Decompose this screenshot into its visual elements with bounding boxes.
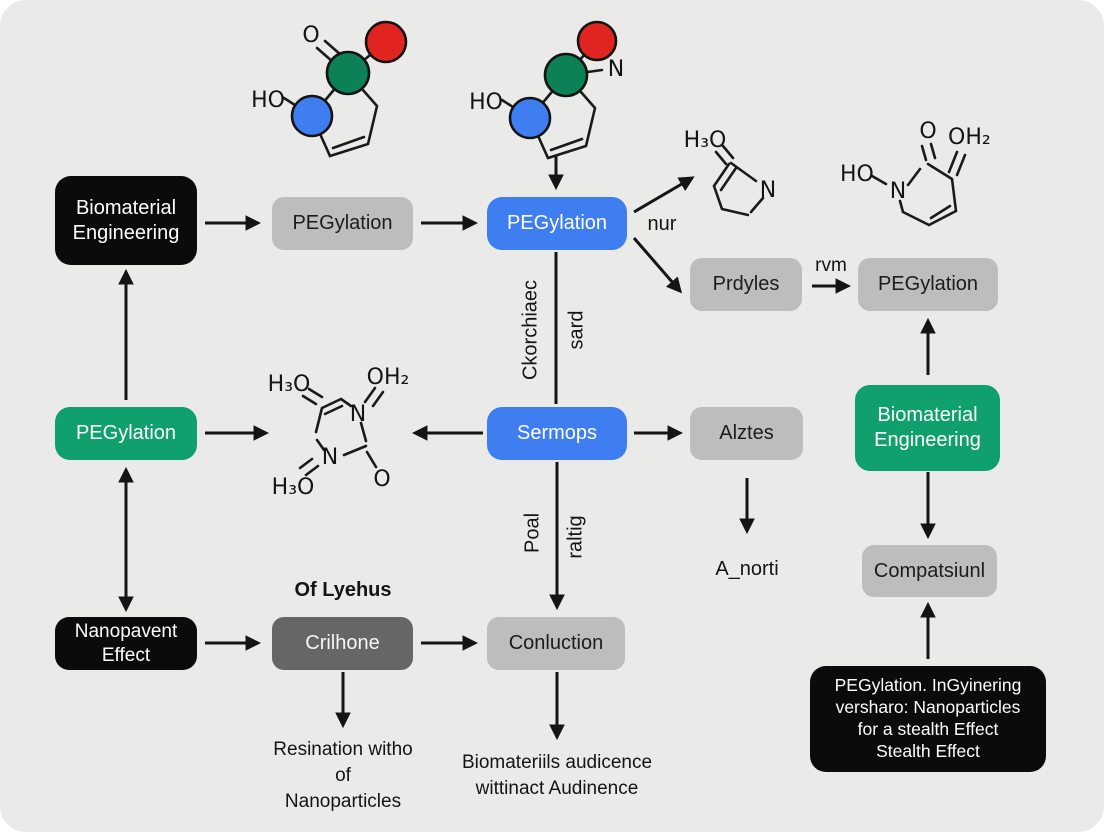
atom-label-n-right: N	[350, 402, 366, 427]
text-resination: Resination witho of Nanoparticles	[273, 739, 413, 813]
atom-blue	[290, 94, 334, 138]
atom-label-oh2: OH₂	[367, 365, 410, 390]
atom-green	[543, 52, 589, 98]
molecule-ring-colored-left: HO O	[251, 20, 408, 158]
node-conluction: Conluction	[487, 617, 625, 670]
node-alztes: Alztes	[690, 407, 803, 460]
edge-label-nur: nur	[647, 213, 677, 236]
node-sermops: Sermops	[487, 407, 627, 460]
molecule-h3o-pentagon: H₃O N	[684, 128, 776, 217]
flow-arrows	[118, 155, 936, 741]
atom-green	[325, 50, 371, 96]
node-prdyles: Prdyles	[690, 258, 802, 311]
node-biomaterial-engineering-right: Biomaterial Engineering	[855, 385, 1000, 471]
node-biomaterial-engineering-top-left: Biomaterial Engineering	[55, 176, 197, 265]
atom-label-ho: HO	[469, 90, 503, 115]
atom-label-o: O	[919, 119, 936, 144]
text-biomateriils: Biomateriils audicence wittinact Audinen…	[461, 752, 653, 800]
edge-label-poal: Poal	[521, 512, 544, 554]
node-pegylation-green-left: PEGylation	[55, 407, 197, 460]
arrow-blue-to-prdyles	[632, 237, 683, 294]
atom-label-o: O	[373, 467, 390, 492]
molecule-ring-colored-right: HO N	[469, 20, 624, 160]
edge-label-rvm: rvm	[815, 254, 847, 276]
atom-blue	[508, 96, 552, 140]
node-pegylation-gray-right: PEGylation	[858, 258, 998, 311]
node-crilhone: Crilhone	[272, 617, 413, 670]
atom-label-ho: HO	[251, 88, 285, 113]
atom-label-h3o: H₃O	[684, 128, 727, 153]
node-pegylation-blue: PEGylation	[487, 197, 627, 250]
node-nanopavent-effect: Nanopavent Effect	[55, 617, 197, 670]
edge-label-ckorchiaec: Ckorchiaec	[519, 279, 542, 381]
node-stealth-note: PEGylation. InGyinering versharo: Nanopa…	[810, 666, 1046, 772]
edge-label-raltig: raltig	[564, 515, 587, 559]
atom-label-n: N	[608, 57, 624, 82]
edge-label-sard: sard	[565, 310, 588, 350]
arrow-blue-to-molecule-nur	[633, 176, 695, 214]
label-of-lyehus: Of Lyehus	[294, 579, 392, 602]
atom-label-oh2: OH₂	[948, 125, 991, 150]
atom-label-h3o-bottom: H₃O	[272, 475, 315, 500]
node-compatsiunl: Compatsiunl	[862, 545, 997, 597]
molecule-pyridinone: O OH₂ HO N	[840, 119, 991, 227]
atom-label-n: N	[890, 179, 906, 204]
atom-label-h3o-top: H₃O	[268, 372, 311, 397]
node-pegylation-gray-top: PEGylation	[272, 197, 413, 250]
atom-red	[576, 20, 618, 62]
atom-label-n-bottom: N	[322, 445, 338, 470]
label-a-norti: A_norti	[715, 558, 779, 581]
atom-label-ho: HO	[840, 162, 874, 187]
atom-red	[364, 20, 408, 64]
molecule-middle-hexagon: H₃O OH₂ N N H₃O O	[268, 365, 410, 500]
atom-label-n: N	[760, 178, 776, 203]
atom-label-o: O	[302, 23, 319, 48]
